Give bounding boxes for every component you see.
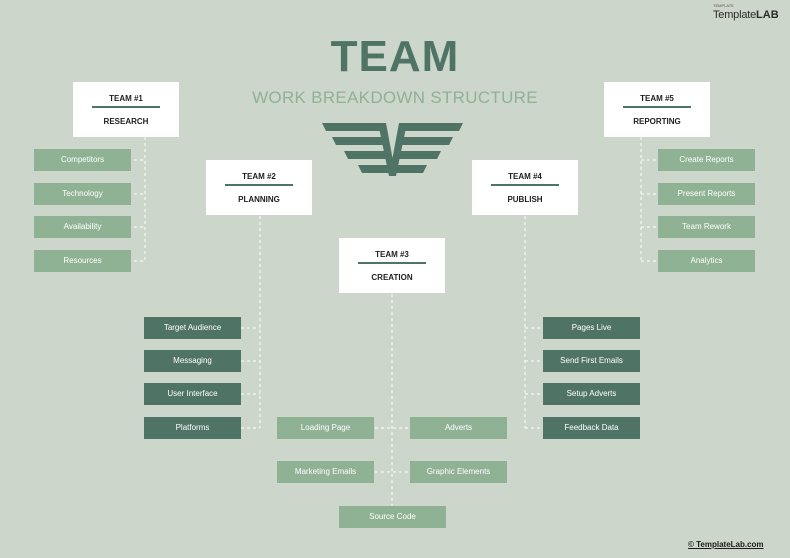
task-availability: Availability (34, 216, 131, 238)
team-2-name: PLANNING (238, 194, 280, 204)
task-analytics: Analytics (658, 250, 755, 272)
task-technology: Technology (34, 183, 131, 205)
team-1-box: TEAM #1 RESEARCH (73, 82, 179, 137)
task-setup-adverts: Setup Adverts (543, 383, 640, 405)
team-1-name: RESEARCH (103, 116, 149, 126)
task-competitors: Competitors (34, 149, 131, 171)
team-2-box: TEAM #2 PLANNING (206, 160, 312, 215)
team-5-number: TEAM #5 (623, 94, 691, 108)
team-5-box: TEAM #5 REPORTING (604, 82, 710, 137)
task-pages-live: Pages Live (543, 317, 640, 339)
team-3-name: CREATION (371, 272, 413, 282)
task-adverts: Adverts (410, 417, 507, 439)
logo-small-text: TEMPLATE (713, 3, 734, 8)
task-send-first-emails: Send First Emails (543, 350, 640, 372)
task-platforms: Platforms (144, 417, 241, 439)
wings-emblem-icon (322, 123, 463, 176)
task-present-reports: Present Reports (658, 183, 755, 205)
task-marketing-emails: Marketing Emails (277, 461, 374, 483)
task-source-code: Source Code (339, 506, 446, 528)
task-messaging: Messaging (144, 350, 241, 372)
page-title: TEAM (330, 32, 460, 81)
team-3-box: TEAM #3 CREATION (339, 238, 445, 293)
task-team-rework: Team Rework (658, 216, 755, 238)
team-4-name: PUBLISH (507, 194, 543, 204)
page-subtitle: WORK BREAKDOWN STRUCTURE (252, 88, 538, 107)
team-4-number: TEAM #4 (491, 172, 559, 186)
task-user-interface: User Interface (144, 383, 241, 405)
task-resources: Resources (34, 250, 131, 272)
task-target-audience: Target Audience (144, 317, 241, 339)
logo-regular-text: Template (713, 9, 757, 21)
team-1-number: TEAM #1 (92, 94, 160, 108)
team-4-box: TEAM #4 PUBLISH (472, 160, 578, 215)
task-create-reports: Create Reports (658, 149, 755, 171)
task-graphic-elements: Graphic Elements (410, 461, 507, 483)
team-5-name: REPORTING (633, 116, 681, 126)
task-loading-page: Loading Page (277, 417, 374, 439)
footer-link[interactable]: © TemplateLab.com (688, 540, 764, 549)
logo-bold-text: LAB (756, 9, 779, 21)
templatelab-logo[interactable]: TemplateLAB (713, 7, 783, 23)
task-feedback-data: Feedback Data (543, 417, 640, 439)
team-3-number: TEAM #3 (358, 250, 426, 264)
team-2-number: TEAM #2 (225, 172, 293, 186)
